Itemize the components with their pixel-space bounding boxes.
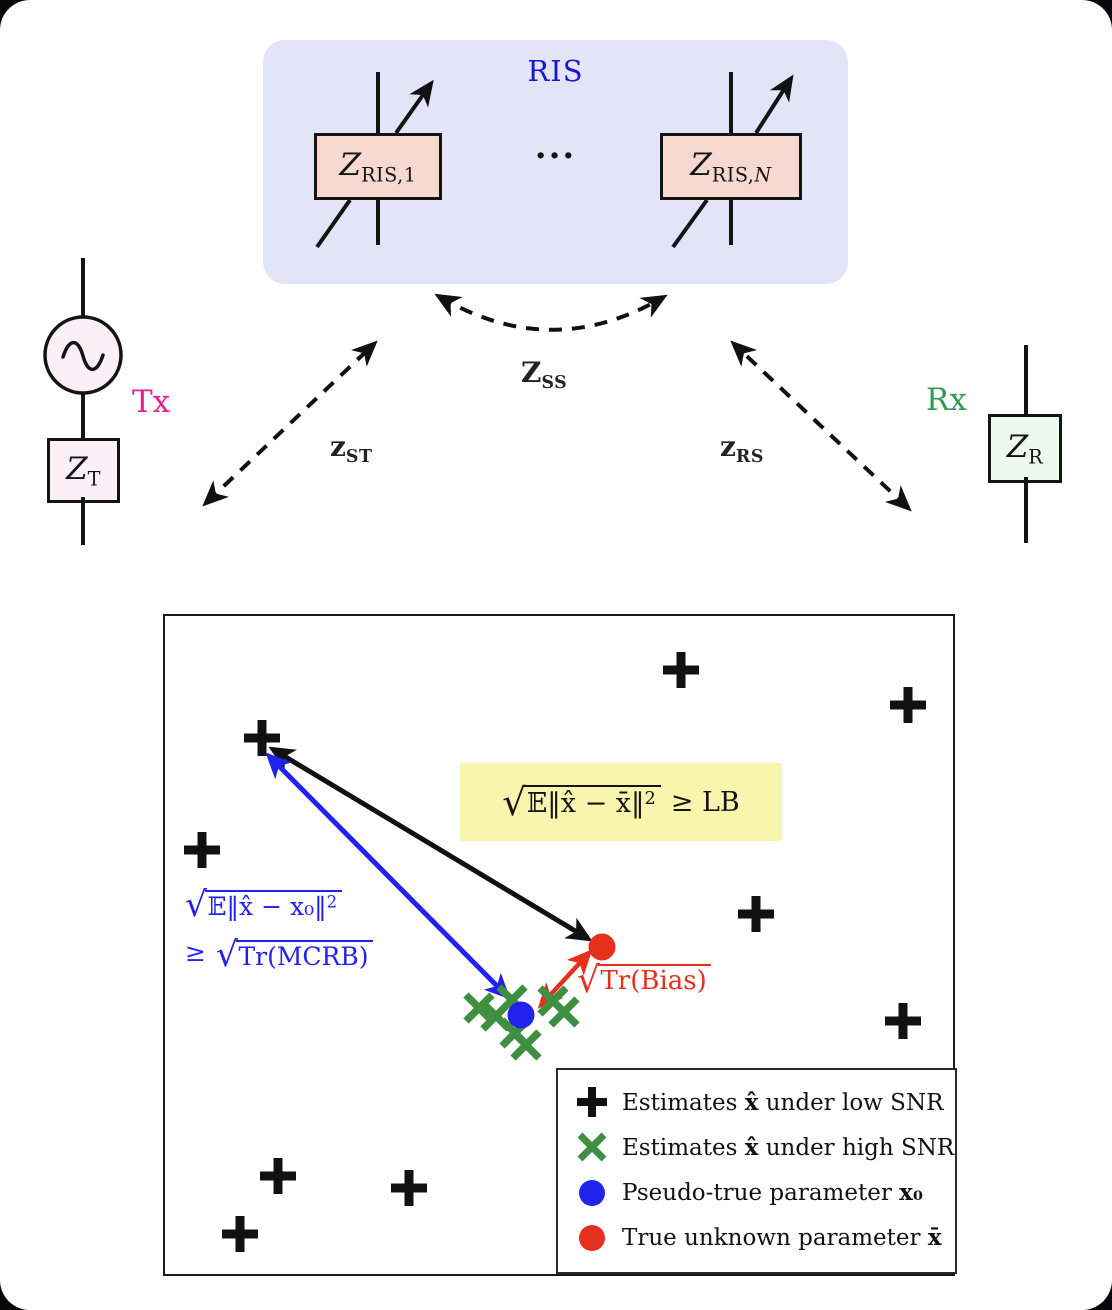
- top-diagram-linework: [43, 0, 1028, 545]
- legend-label: Estimates x̂ under low SNR: [622, 1088, 944, 1116]
- legend-label: Estimates x̂ under high SNR: [622, 1133, 955, 1161]
- lower-bound-formula: √𝔼‖x̂ − x̄‖2 ≥ LB: [460, 763, 782, 841]
- mcrb-formula: √𝔼‖x̂ − x₀‖2 ≥ √Tr(MCRB): [185, 888, 373, 990]
- plot-linework: [184, 652, 926, 1252]
- bias-formula: √Tr(Bias): [577, 963, 712, 999]
- legend-label: Pseudo-true parameter x₀: [622, 1179, 923, 1207]
- sine-wave-icon: [61, 340, 105, 372]
- low-snr-plus-markers: [184, 652, 926, 1252]
- mcrb-formula-line2: ≥ √Tr(MCRB): [185, 938, 373, 972]
- coupling-arrow-zss: [434, 293, 668, 332]
- high-snr-cross-markers: [463, 984, 580, 1061]
- mcrb-illustration-plot: √𝔼‖x̂ − x̄‖2 ≥ LB √𝔼‖x̂ − x₀‖2 ≥ √Tr(MCR…: [163, 614, 957, 1276]
- tx-impedance-label: ZT: [66, 450, 101, 491]
- ris-element-n-tuning-arrow: [671, 80, 790, 249]
- true-parameter-dot: [588, 933, 616, 961]
- rx-impedance-box: ZR: [988, 414, 1062, 483]
- coupling-arrow-zrs: [730, 340, 912, 512]
- ris-element-n: ZRIS,N: [660, 133, 802, 200]
- ellipsis-dots: ···: [534, 136, 577, 176]
- blue-dot-icon: [579, 1179, 605, 1206]
- lower-bound-rhs: ≥ LB: [670, 786, 740, 818]
- coupling-arrow-zst: [202, 340, 378, 507]
- ris-element-1: ZRIS,1: [314, 133, 442, 200]
- legend-label: True unknown parameter x̄: [622, 1224, 942, 1252]
- mcrb-formula-line1: √𝔼‖x̂ − x₀‖2: [185, 888, 373, 922]
- legend-item-true-unknown: True unknown parameter x̄: [574, 1220, 943, 1256]
- legend-item-high-snr: Estimates x̂ under high SNR: [574, 1129, 954, 1165]
- ris-element-1-tuning-arrow: [315, 85, 430, 249]
- tx-impedance-box: ZT: [47, 438, 120, 503]
- tx-label: Tx: [132, 384, 171, 420]
- ris-element-1-label: ZRIS,1: [339, 146, 417, 187]
- legend-item-low-snr: Estimates x̂ under low SNR: [574, 1084, 943, 1120]
- plus-marker-icon: [577, 1087, 607, 1117]
- cross-marker-icon: [577, 1132, 607, 1162]
- pseudo-true-parameter-dot: [507, 1001, 535, 1029]
- red-dot-icon: [579, 1224, 605, 1251]
- coupling-label-zss: ZSS: [521, 356, 568, 394]
- rx-impedance-label: ZR: [1006, 428, 1044, 469]
- rmse-pseudotrue-arrow: [265, 752, 511, 1000]
- plot-legend: Estimates x̂ under low SNR Estimates x̂ …: [556, 1068, 957, 1274]
- sqrt-expression: √𝔼‖x̂ − x̄‖2: [502, 783, 661, 821]
- ris-element-n-label: ZRIS,N: [690, 146, 772, 187]
- rx-label: Rx: [926, 382, 967, 418]
- ris-panel: RIS ZRIS,1 ··· ZRIS,N: [263, 40, 848, 284]
- legend-item-pseudo-true: Pseudo-true parameter x₀: [574, 1175, 943, 1211]
- ris-panel-title: RIS: [527, 54, 584, 88]
